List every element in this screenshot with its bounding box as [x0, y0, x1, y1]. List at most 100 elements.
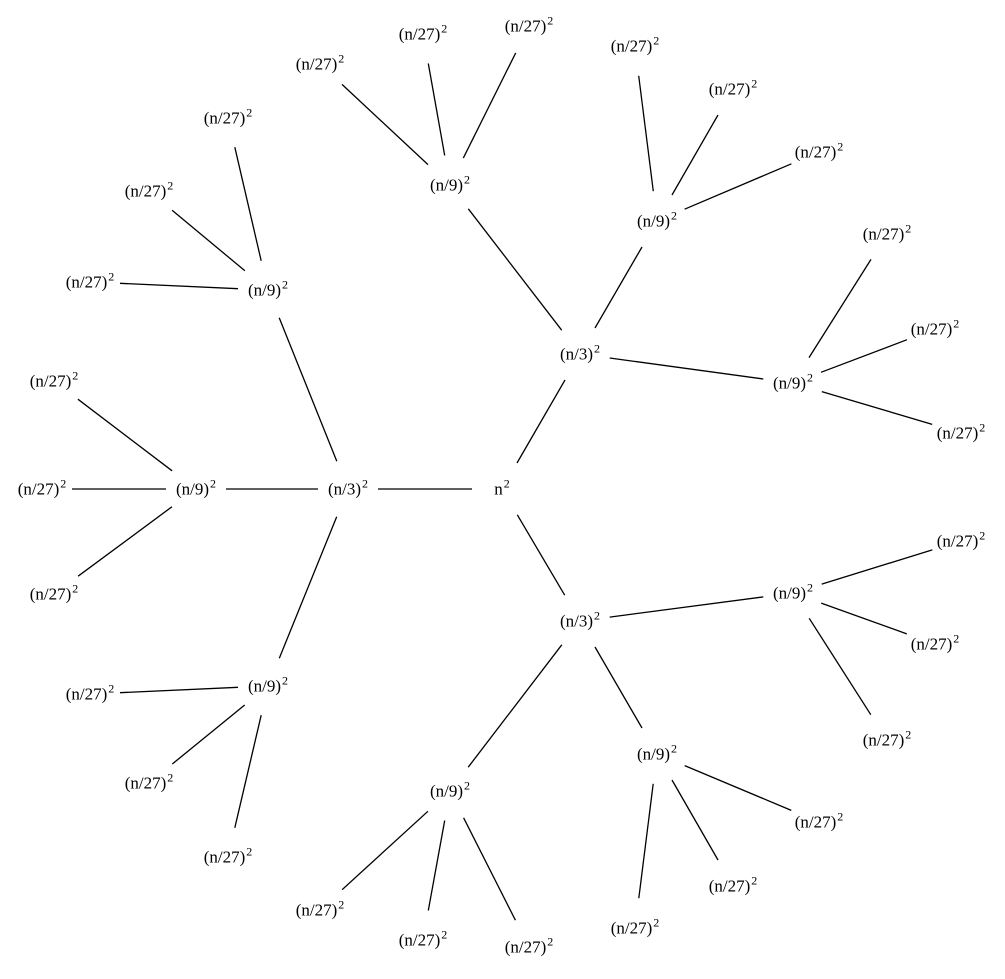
- level2-node-2-2-base: (n/9): [429, 781, 464, 801]
- level3-node-0-2-2: (n/27)2: [203, 846, 253, 867]
- level3-node-1-0-1: (n/27)2: [398, 23, 448, 44]
- level2-node-0-2-exponent: 2: [282, 673, 289, 688]
- level1-node-1-exponent: 2: [594, 341, 601, 356]
- level3-node-1-1-0-base: (n/27): [610, 36, 653, 56]
- level3-node-2-0-0-base: (n/27): [936, 531, 979, 551]
- level3-node-2-0-0: (n/27)2: [936, 530, 986, 551]
- level2-node-1-0-exponent: 2: [464, 172, 471, 187]
- level3-node-1-0-1-base: (n/27): [398, 24, 441, 44]
- level3-node-0-0-2-base: (n/27): [203, 108, 246, 128]
- level2-node-1-1: (n/9)2: [636, 210, 677, 231]
- level3-node-1-0-1-exponent: 2: [441, 21, 448, 36]
- edge-l1-l2-2-0: [609, 596, 764, 618]
- level2-node-1-0-base: (n/9): [429, 175, 464, 195]
- edge-l2-l3-1-2-2: [821, 390, 933, 426]
- level1-node-0: (n/3)2: [327, 478, 368, 499]
- level3-node-0-1-2-exponent: 2: [72, 581, 79, 596]
- level2-node-0-2-base: (n/9): [247, 676, 282, 696]
- level2-node-2-2-exponent: 2: [464, 778, 471, 793]
- level3-node-0-2-0: (n/27)2: [66, 683, 115, 703]
- edge-l2-l3-0-2-2: [234, 715, 262, 828]
- level3-node-2-1-2: (n/27)2: [610, 917, 660, 938]
- edge-l2-l3-1-1-0: [638, 75, 654, 192]
- level3-node-1-1-0: (n/27)2: [610, 35, 660, 56]
- level2-node-2-1-exponent: 2: [671, 741, 678, 756]
- edge-l2-l3-1-2-0: [808, 259, 872, 358]
- level3-node-2-1-0-base: (n/27): [794, 812, 837, 832]
- level3-node-2-0-2: (n/27)2: [862, 729, 912, 750]
- edge-l2-l3-0-1-0: [77, 398, 173, 472]
- level3-node-2-2-1-base: (n/27): [398, 930, 441, 950]
- level3-node-1-2-0-base: (n/27): [862, 224, 905, 244]
- level2-node-1-0: (n/9)2: [429, 174, 470, 195]
- level3-node-0-0-1-base: (n/27): [124, 181, 167, 201]
- edge-l2-l3-1-0-0: [341, 83, 429, 166]
- level2-node-2-0-exponent: 2: [807, 580, 814, 595]
- level3-node-1-2-1-exponent: 2: [953, 316, 960, 331]
- level3-node-2-2-1-exponent: 2: [441, 927, 448, 942]
- level3-node-1-1-1-base: (n/27): [708, 79, 751, 99]
- level2-node-0-0-base: (n/9): [247, 280, 282, 300]
- level3-node-2-1-0-exponent: 2: [837, 809, 844, 824]
- level2-node-1-1-exponent: 2: [671, 208, 678, 223]
- level2-node-2-0: (n/9)2: [772, 582, 813, 603]
- level3-node-0-1-1-exponent: 2: [60, 476, 67, 491]
- level3-node-1-2-2: (n/27)2: [937, 422, 986, 442]
- level3-node-2-1-1-base: (n/27): [708, 876, 751, 896]
- level3-node-2-1-2-base: (n/27): [610, 918, 653, 938]
- level3-node-1-2-2-exponent: 2: [979, 420, 986, 435]
- level2-node-1-1-base: (n/9): [636, 211, 671, 231]
- level3-node-1-0-0-exponent: 2: [338, 51, 345, 66]
- level1-node-1-base: (n/3): [559, 344, 594, 364]
- edge-l1-l2-0-0: [278, 317, 338, 462]
- level3-node-0-1-0: (n/27)2: [29, 370, 79, 391]
- level3-node-2-0-1-base: (n/27): [910, 634, 953, 654]
- edge-l1-l2-0-2: [278, 516, 338, 659]
- edge-l2-l3-2-2-2: [463, 817, 516, 921]
- edge-l2-l3-1-2-1: [820, 339, 908, 373]
- level3-node-1-2-1-base: (n/27): [910, 319, 953, 339]
- edge-l2-l3-1-1-1: [671, 114, 719, 196]
- edge-l2-l3-2-0-0: [821, 549, 933, 585]
- level2-node-2-1-base: (n/9): [636, 744, 671, 764]
- level3-node-0-0-0-base: (n/27): [65, 272, 108, 292]
- level3-node-0-1-2-base: (n/27): [29, 584, 72, 604]
- level3-node-2-0-2-base: (n/27): [862, 730, 905, 750]
- level3-node-1-2-0-exponent: 2: [905, 221, 912, 236]
- level3-node-2-2-0-exponent: 2: [338, 897, 345, 912]
- edge-l2-l3-2-2-1: [427, 820, 446, 911]
- level2-node-0-1-exponent: 2: [210, 476, 217, 491]
- level3-node-2-2-0: (n/27)2: [296, 899, 345, 919]
- level2-node-0-0-exponent: 2: [282, 277, 289, 292]
- level3-node-0-2-2-base: (n/27): [203, 847, 246, 867]
- level1-node-2: (n/3)2: [559, 610, 600, 631]
- level3-node-1-1-0-exponent: 2: [653, 33, 660, 48]
- level3-node-2-0-2-exponent: 2: [905, 727, 912, 742]
- level3-node-1-0-0-base: (n/27): [295, 54, 338, 74]
- level3-node-2-0-0-exponent: 2: [979, 528, 986, 543]
- level3-node-0-0-0: (n/27)2: [65, 271, 115, 292]
- level3-node-0-2-1: (n/27)2: [125, 772, 174, 792]
- level2-node-1-2-base: (n/9): [772, 373, 807, 393]
- edge-l2-l3-2-0-1: [820, 602, 908, 635]
- level2-node-2-1: (n/9)2: [636, 743, 677, 764]
- level2-node-2-0-base: (n/9): [772, 583, 807, 603]
- edge-l2-l3-0-0-0: [119, 282, 239, 290]
- edge-l1-l2-2-1: [594, 646, 643, 729]
- level3-node-2-1-0: (n/27)2: [794, 811, 844, 832]
- level2-node-0-2: (n/9)2: [247, 675, 288, 696]
- level3-node-0-2-0-exponent: 2: [108, 681, 115, 696]
- level3-node-0-1-1: (n/27)2: [18, 478, 67, 498]
- edge-l2-l3-1-1-2: [684, 163, 792, 210]
- level3-node-2-0-1: (n/27)2: [910, 633, 960, 654]
- level3-node-1-1-1-exponent: 2: [751, 76, 758, 91]
- level1-node-2-base: (n/3): [559, 611, 594, 631]
- level3-node-2-2-2-exponent: 2: [547, 934, 554, 949]
- level1-node-0-base: (n/3): [327, 479, 362, 499]
- edge-l2-l3-0-2-0: [119, 686, 239, 694]
- level3-node-0-2-1-exponent: 2: [167, 770, 174, 785]
- level3-node-1-1-2-base: (n/27): [794, 142, 837, 162]
- edge-root-l1-2: [516, 514, 566, 596]
- level3-node-1-0-2-base: (n/27): [504, 16, 547, 36]
- level3-node-0-1-0-base: (n/27): [29, 371, 72, 391]
